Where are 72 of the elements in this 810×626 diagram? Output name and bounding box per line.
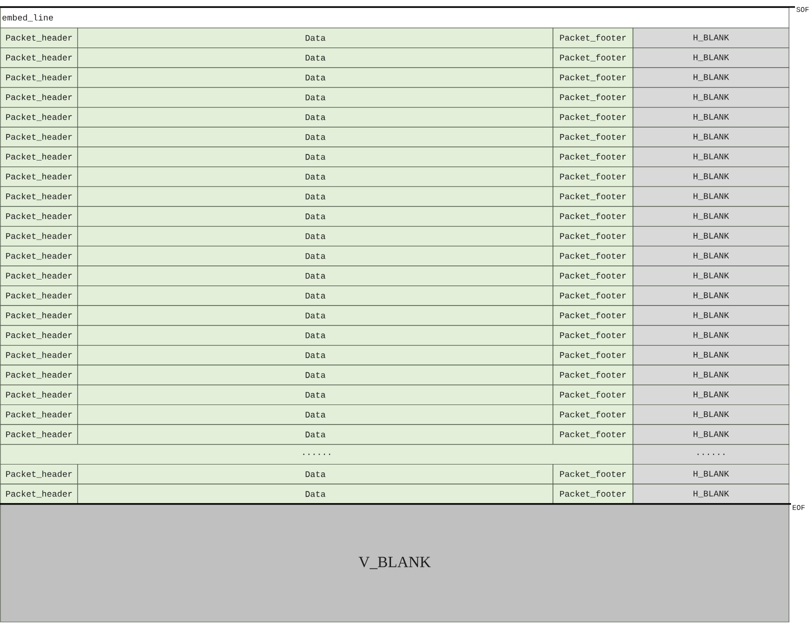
footer-cell: Packet_footer: [552, 48, 634, 68]
footer-cell: Packet_footer: [552, 166, 634, 187]
h-blank-cell: H_BLANK: [632, 285, 790, 306]
footer-cell: Packet_footer: [552, 384, 634, 406]
h-blank-cell: H_BLANK: [632, 305, 790, 326]
footer-cell: Packet_footer: [552, 285, 634, 306]
h-blank-cell: H_BLANK: [632, 246, 790, 266]
footer-cell: Packet_footer: [552, 246, 634, 266]
h-blank-cell: H_BLANK: [632, 146, 790, 168]
h-blank-cell: H_BLANK: [632, 186, 790, 207]
h-blank-cell: H_BLANK: [632, 384, 790, 406]
footer-cell: Packet_footer: [552, 325, 634, 346]
footer-cell: Packet_footer: [552, 226, 634, 246]
h-blank-cell: H_BLANK: [632, 484, 790, 504]
h-blank-cell: H_BLANK: [632, 464, 790, 484]
h-blank-cell: H_BLANK: [632, 67, 790, 88]
footer-cell: Packet_footer: [552, 266, 634, 286]
footer-cell: Packet_footer: [552, 305, 634, 326]
footer-cell: Packet_footer: [552, 344, 634, 366]
header-cell: Packet_header: [0, 384, 78, 406]
h-blank-cell: H_BLANK: [632, 424, 790, 445]
header-cell: Packet_header: [0, 285, 78, 306]
footer-cell: Packet_footer: [552, 28, 634, 48]
footer-cell: Packet_footer: [552, 146, 634, 168]
h-blank-cell: H_BLANK: [632, 364, 790, 386]
h-blank-cell: H_BLANK: [632, 28, 790, 48]
header-cell: Packet_header: [0, 364, 78, 386]
h-blank-cell: H_BLANK: [632, 226, 790, 246]
header-cell: Packet_header: [0, 305, 78, 326]
embed-line-row: embed_line: [0, 7, 790, 28]
h-blank-cell: H_BLANK: [632, 166, 790, 187]
footer-cell: Packet_footer: [552, 126, 634, 148]
footer-cell: Packet_footer: [552, 484, 634, 504]
h-blank-cell: H_BLANK: [632, 325, 790, 346]
h-blank-cell: H_BLANK: [632, 48, 790, 68]
header-cell: Packet_header: [0, 404, 78, 425]
header-cell: Packet_header: [0, 186, 78, 207]
header-cell: Packet_header: [0, 206, 78, 227]
h-blank-cell: H_BLANK: [632, 266, 790, 286]
header-cell: Packet_header: [0, 344, 78, 366]
h-blank-cell: H_BLANK: [632, 126, 790, 148]
header-cell: Packet_header: [0, 246, 78, 266]
footer-cell: Packet_footer: [552, 364, 634, 386]
header-cell: Packet_header: [0, 28, 78, 48]
header-cell: Packet_header: [0, 87, 78, 108]
header-cell: Packet_header: [0, 126, 78, 148]
header-cell: Packet_header: [0, 67, 78, 88]
header-cell: Packet_header: [0, 48, 78, 68]
h-blank-cell: H_BLANK: [632, 87, 790, 108]
footer-cell: Packet_footer: [552, 206, 634, 227]
footer-cell: Packet_footer: [552, 87, 634, 108]
v-blank-area: V_BLANK: [0, 504, 790, 622]
h-blank-cell: H_BLANK: [632, 107, 790, 128]
header-cell: Packet_header: [0, 424, 78, 445]
footer-cell: Packet_footer: [552, 424, 634, 445]
h-blank-cell: H_BLANK: [632, 344, 790, 366]
header-cell: Packet_header: [0, 484, 78, 504]
footer-cell: Packet_footer: [552, 186, 634, 207]
h-blank-cell: H_BLANK: [632, 404, 790, 425]
h-blank-cell: H_BLANK: [632, 206, 790, 227]
header-cell: Packet_header: [0, 464, 78, 484]
ellipsis-cell: ......: [632, 444, 790, 465]
header-cell: Packet_header: [0, 107, 78, 128]
header-cell: Packet_header: [0, 266, 78, 286]
footer-cell: Packet_footer: [552, 67, 634, 88]
header-cell: Packet_header: [0, 226, 78, 246]
header-cell: Packet_header: [0, 166, 78, 187]
footer-cell: Packet_footer: [552, 404, 634, 425]
footer-cell: Packet_footer: [552, 464, 634, 484]
header-cell: Packet_header: [0, 325, 78, 346]
header-cell: Packet_header: [0, 146, 78, 168]
footer-cell: Packet_footer: [552, 107, 634, 128]
